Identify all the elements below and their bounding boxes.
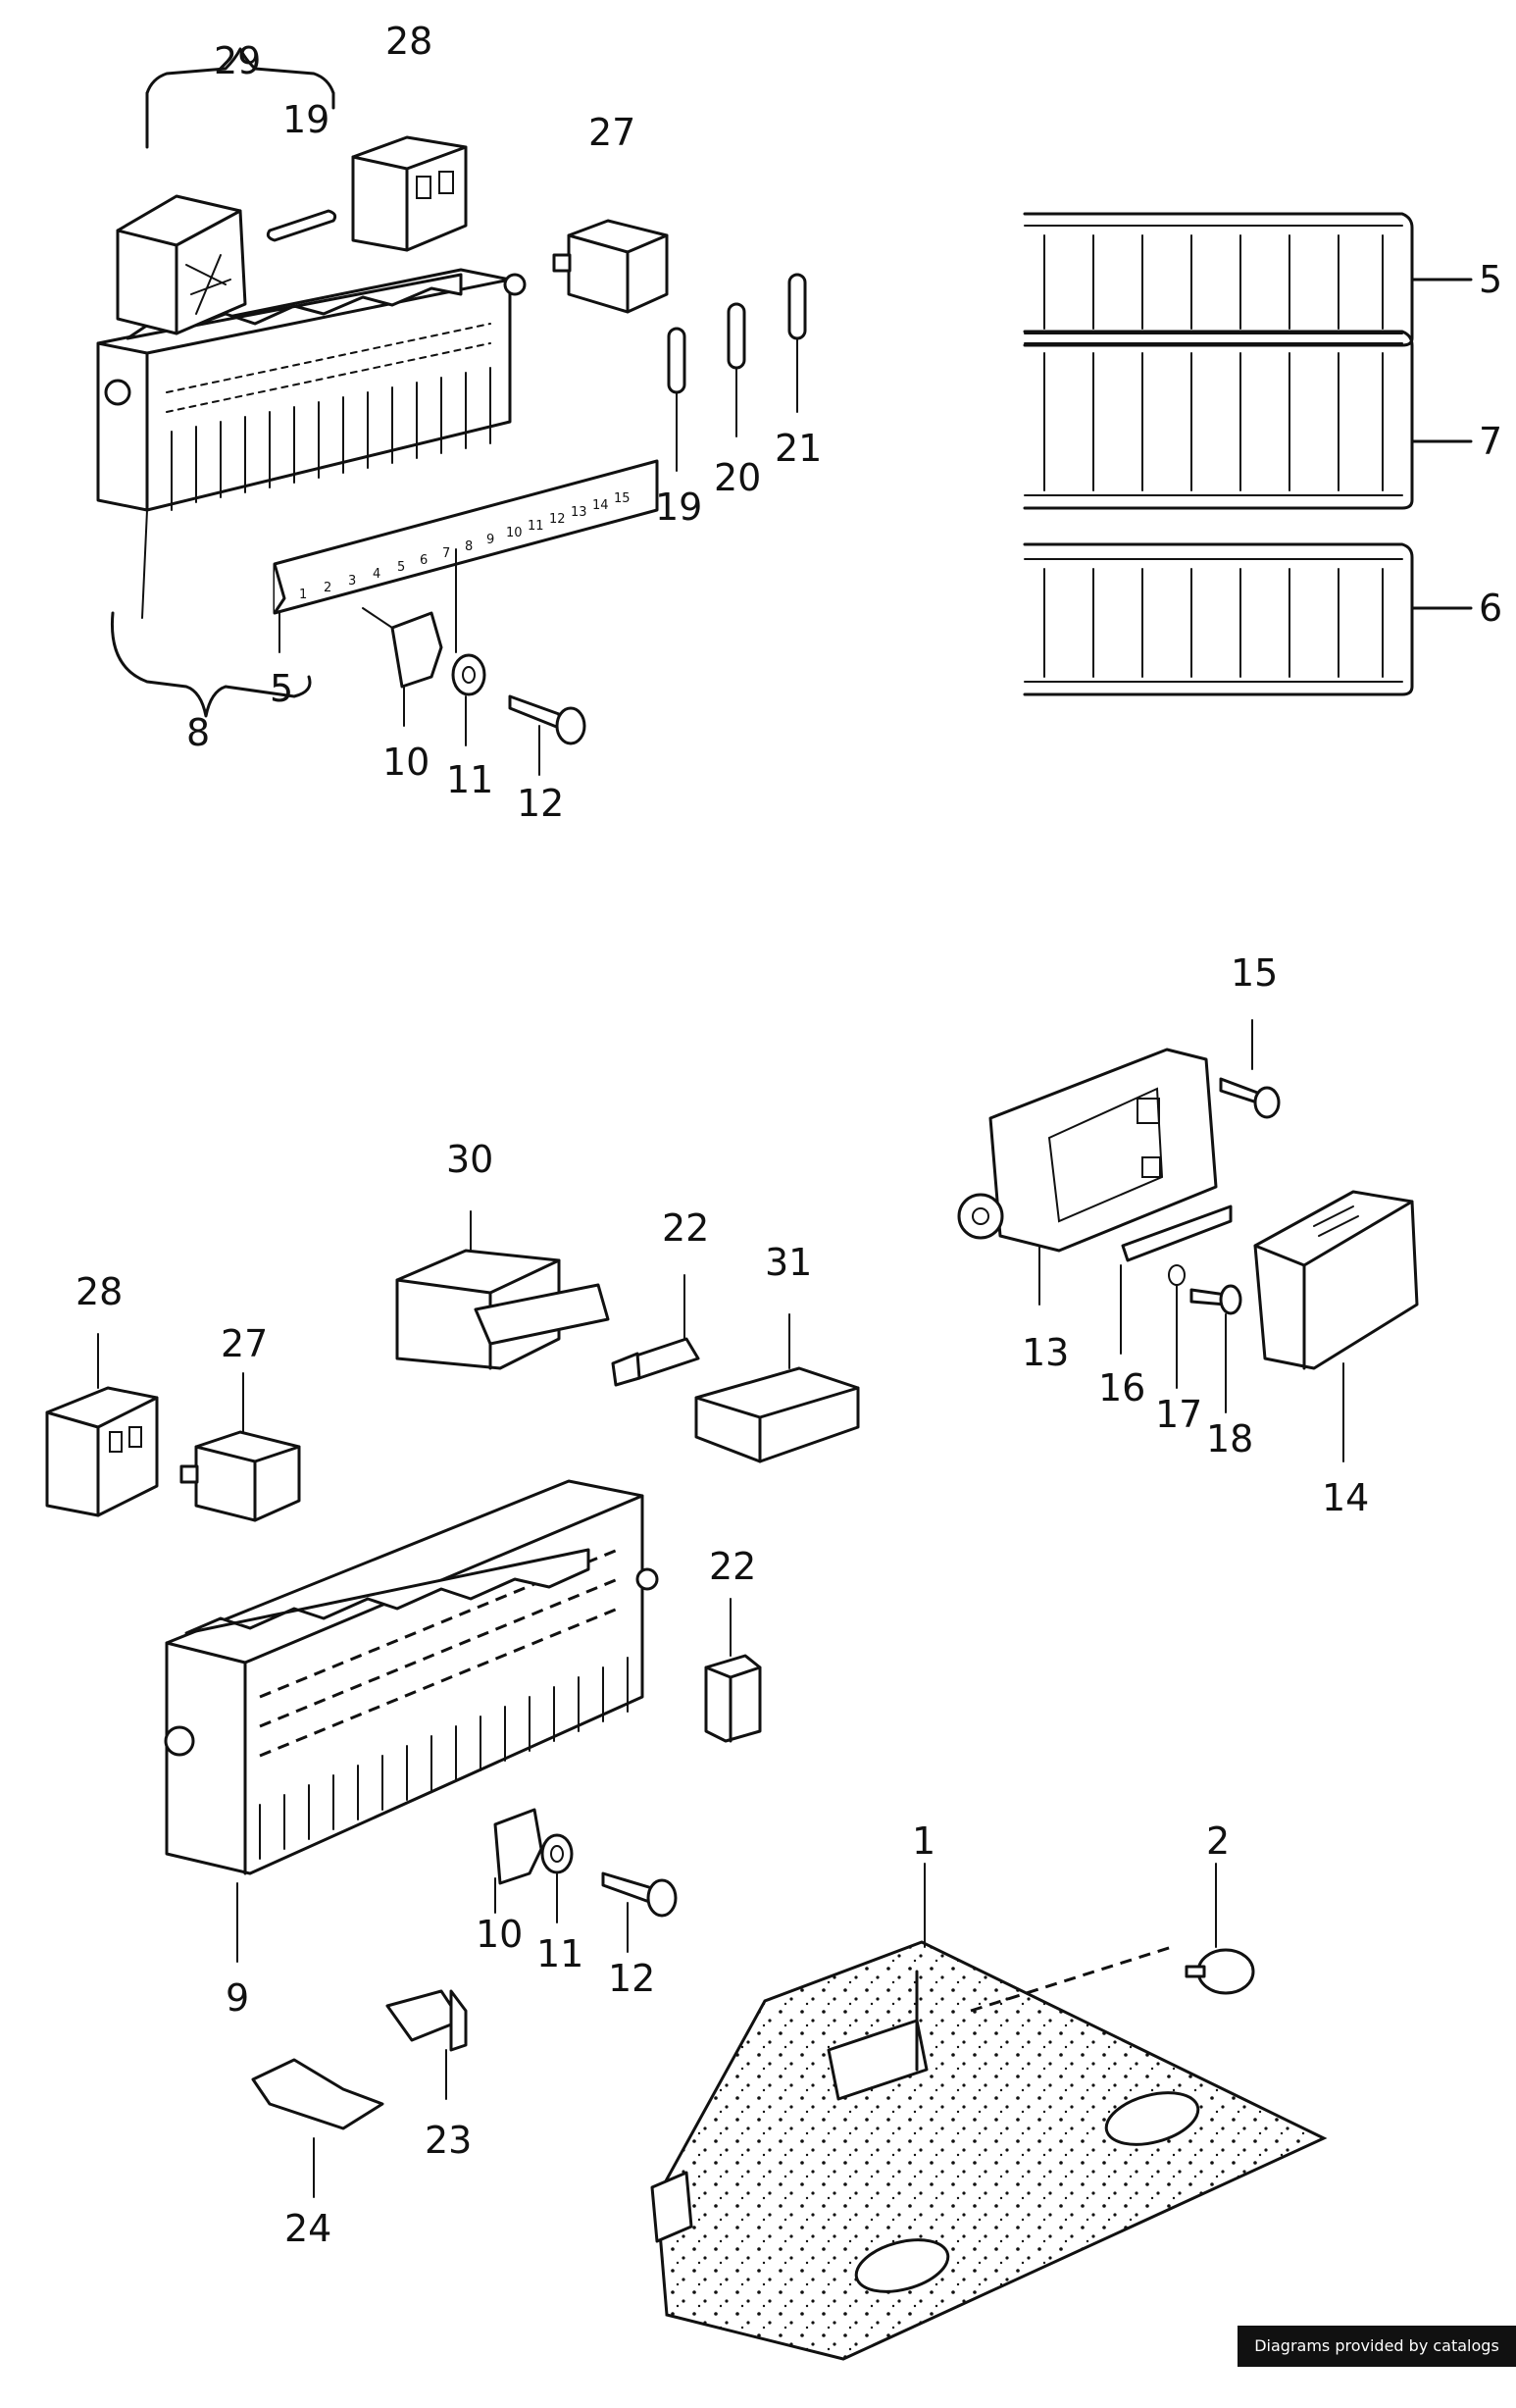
fuse-number: 7	[442, 546, 450, 561]
callout-13: 13	[1022, 1331, 1069, 1374]
callout-1: 1	[912, 1819, 935, 1863]
fasteners-mid-right	[1120, 1019, 1281, 1413]
callout-27: 27	[588, 111, 635, 154]
callout-labels: 29 28 19 27 19 20 21 5 8 10 11 12 5 7 6 …	[76, 20, 1502, 2250]
callout-22: 22	[662, 1206, 709, 1250]
callout-28: 28	[385, 20, 432, 63]
relay-29	[116, 47, 335, 335]
fuse-number: 12	[549, 512, 566, 527]
cover-7	[1023, 330, 1473, 510]
callout-12: 12	[608, 1957, 655, 2000]
callout-11: 11	[446, 758, 493, 801]
clip-2	[970, 1863, 1255, 2013]
bulbs-19-20-21	[667, 273, 807, 472]
relay-carrier-13	[957, 1048, 1218, 1306]
mat-1	[650, 1863, 1328, 2361]
callout-12: 12	[517, 782, 564, 825]
callout-2: 2	[1206, 1819, 1230, 1863]
fuse-box-9	[164, 1479, 659, 1963]
fuse-strip	[273, 459, 659, 615]
fasteners-bottom	[493, 1808, 678, 1953]
callout-23: 23	[425, 2119, 472, 2162]
callout-10: 10	[476, 1913, 523, 1956]
callout-9: 9	[226, 1976, 249, 2020]
bracket-8	[110, 611, 312, 718]
relay-28-mid	[45, 1333, 159, 1517]
callout-16: 16	[1098, 1366, 1145, 1409]
callout-24: 24	[284, 2207, 331, 2250]
relay-30	[395, 1210, 610, 1370]
callout-22: 22	[709, 1545, 756, 1588]
fuse-number: 6	[420, 553, 428, 568]
relay-28-top	[351, 135, 468, 252]
fuse-number: 2	[324, 581, 331, 595]
fuse-number: 3	[348, 574, 356, 589]
relay-14	[1253, 1190, 1419, 1462]
bulb-fuse-19a	[266, 209, 337, 242]
fuse-number: 4	[373, 567, 380, 582]
callout-17: 17	[1155, 1393, 1202, 1436]
callout-19: 19	[282, 98, 329, 141]
fuse-number: 13	[571, 505, 587, 520]
callout-5: 5	[1479, 258, 1502, 301]
fuse-strip-numbers: 1 2 3 4 5 6 7 8 9 10 11 12 13 14 15	[299, 491, 631, 602]
fuse-number: 9	[486, 533, 494, 547]
callout-19: 19	[655, 486, 702, 529]
callout-10: 10	[382, 741, 430, 784]
fuse-31	[694, 1313, 860, 1463]
fuse-number: 11	[528, 519, 544, 534]
fuse-number: 14	[592, 498, 609, 513]
relay-27-top	[552, 219, 669, 314]
callout-14: 14	[1322, 1476, 1369, 1519]
callout-27: 27	[221, 1322, 268, 1365]
fuse-number: 10	[506, 526, 523, 540]
cover-5	[1023, 212, 1473, 347]
callout-7: 7	[1479, 420, 1502, 463]
callout-11: 11	[536, 1932, 583, 1975]
callout-20: 20	[714, 456, 761, 499]
callout-5: 5	[270, 667, 293, 710]
fuse-number: 8	[465, 539, 473, 554]
callout-30: 30	[446, 1138, 493, 1181]
fuse-number: 1	[299, 588, 307, 602]
credit-badge: Diagrams provided by catalogs parts	[1238, 2326, 1516, 2396]
fuse-22b	[704, 1598, 762, 1743]
clips-23-24	[251, 1989, 468, 2198]
fasteners-top	[362, 548, 586, 776]
callout-8: 8	[186, 711, 210, 754]
callout-6: 6	[1479, 587, 1502, 630]
relay-27-mid	[179, 1372, 301, 1522]
cover-6	[1023, 542, 1473, 696]
callout-28: 28	[76, 1270, 123, 1313]
fuse-22a	[611, 1274, 700, 1387]
fuse-box-top	[96, 268, 659, 615]
callout-15: 15	[1231, 951, 1278, 995]
callout-31: 31	[765, 1241, 812, 1284]
callout-21: 21	[775, 427, 822, 470]
fuse-number: 5	[397, 560, 405, 575]
callout-18: 18	[1206, 1417, 1253, 1460]
callout-29: 29	[214, 39, 261, 82]
fuse-number: 15	[614, 491, 631, 506]
